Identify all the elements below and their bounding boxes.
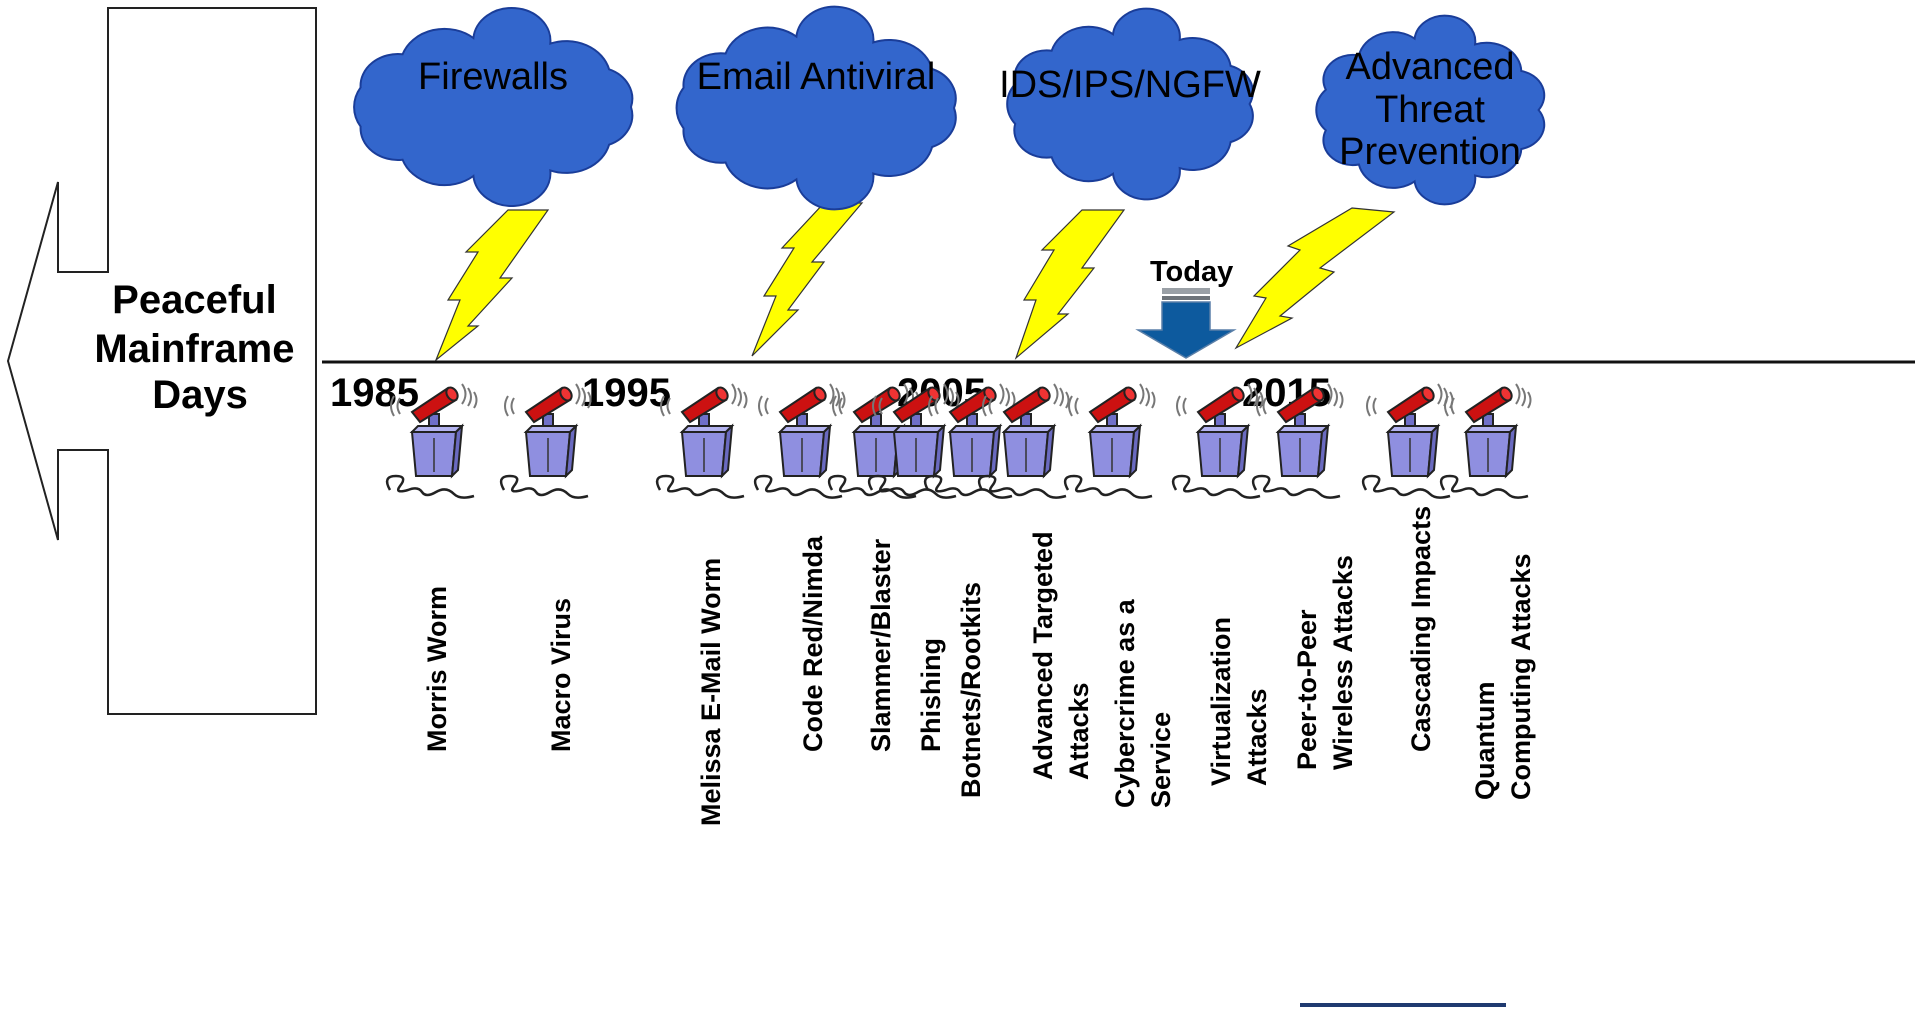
era-arrow: Peaceful Mainframe Days	[6, 7, 317, 715]
defense-label: Firewalls	[418, 56, 568, 98]
today-arrow-icon	[1135, 301, 1237, 359]
detonator-icon	[499, 382, 592, 499]
era-label: Peaceful Mainframe Days	[94, 278, 305, 417]
cloud-icon	[353, 7, 634, 207]
lightning-bolt-icon	[1234, 207, 1396, 350]
cloud-icon	[675, 5, 957, 211]
today-marker: Today	[1135, 256, 1237, 359]
detonator-icon	[1439, 382, 1532, 499]
year-label-1985: 1985	[330, 371, 419, 415]
event-label: Cascading Impacts	[1406, 506, 1436, 752]
cloud-icon	[1006, 7, 1254, 201]
defense-cloud: IDS/IPS/NGFW	[999, 7, 1261, 201]
era-label-line-1: Peaceful	[112, 278, 277, 322]
defense-label: Email Antiviral	[697, 56, 936, 98]
defense-label: Threat	[1375, 89, 1485, 131]
era-label-line-3: Days	[152, 373, 248, 417]
defense-label: IDS/IPS/NGFW	[999, 64, 1261, 106]
lightning-bolt-icon	[751, 202, 864, 357]
era-label-line-2: Mainframe	[94, 327, 294, 371]
detonator-icon	[1171, 382, 1264, 499]
year-label-1995: 1995	[582, 371, 671, 415]
defense-cloud: Firewalls	[353, 7, 634, 207]
event-label: Slammer/Blaster	[866, 538, 896, 752]
event-label: Botnets/Rootkits	[956, 582, 986, 798]
cloud-icon	[1315, 14, 1546, 206]
event-label: Macro Virus	[546, 598, 576, 752]
defense-label: Advanced	[1345, 46, 1514, 88]
detonator-icon	[753, 382, 846, 499]
detonator-icon	[1063, 382, 1156, 499]
defense-label: Prevention	[1339, 131, 1521, 173]
detonator-icon	[1361, 382, 1454, 499]
defense-cloud: Email Antiviral	[675, 5, 957, 211]
event-label: Morris Worm	[422, 586, 452, 752]
event-label: Melissa E-Mail Worm	[696, 558, 726, 826]
event-label: Phishing	[916, 638, 946, 752]
today-label: Today	[1150, 256, 1233, 288]
lightning-bolt-icon	[1014, 209, 1126, 360]
lightning-bolt-icon	[434, 209, 550, 362]
event-label: Code Red/Nimda	[798, 535, 828, 752]
